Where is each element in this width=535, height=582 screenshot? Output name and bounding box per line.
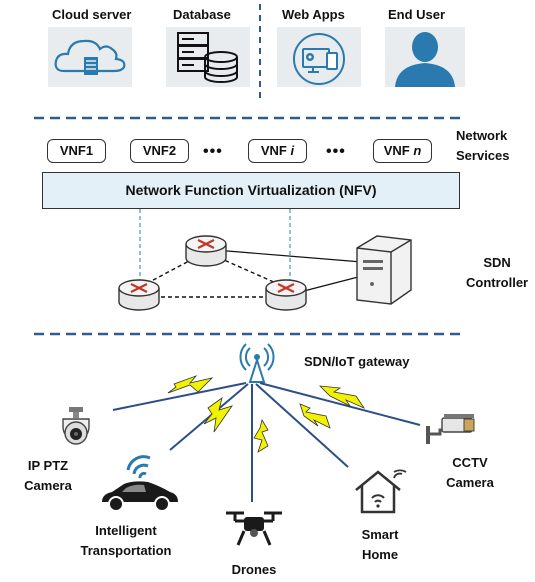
database-tile (166, 27, 250, 87)
web-apps-icon (293, 33, 345, 85)
sdn-controller-label: SDN Controller (466, 255, 528, 291)
smart-home-icon (355, 469, 407, 514)
label-line: CCTV (452, 455, 488, 470)
cloud-server-icon (54, 39, 126, 75)
ptz-camera-icon (62, 407, 90, 445)
router-icon (265, 279, 307, 311)
vnf-label: VNF (383, 143, 410, 158)
vnf-label: VNF1 (59, 143, 94, 158)
signal-zigzag (203, 397, 233, 433)
drones-label: Drones (231, 562, 277, 577)
connected-car-icon (102, 455, 178, 512)
label-line: SDN (483, 255, 511, 270)
vnf-label: VNF2 (142, 143, 177, 158)
cctv-camera-icon (426, 414, 475, 444)
vnf-ellipsis: ••• (326, 143, 346, 160)
vnf-box-i: VNF i (248, 139, 307, 163)
drone-icon (226, 511, 282, 546)
web-apps-tile (277, 27, 361, 87)
radio-link (112, 382, 247, 411)
vnf-box-2: VNF2 (130, 139, 189, 163)
end-user-tile (385, 27, 465, 87)
label-line: Network (456, 128, 508, 143)
label-line: Transportation (80, 543, 172, 558)
label-line: Services (456, 148, 510, 163)
radio-link (255, 383, 349, 468)
gateway-label: SDN/IoT gateway (304, 354, 410, 369)
signal-zigzag (299, 403, 331, 429)
vnf-index: n (413, 143, 422, 158)
user-icon (395, 32, 455, 87)
intelligent-transportation-label: Intelligent Transportation (70, 523, 182, 559)
label-line: Intelligent (95, 523, 157, 538)
smart-home-label: Smart Home (350, 527, 410, 563)
label-line: Controller (466, 275, 529, 290)
end-user-label: End User (388, 7, 446, 22)
nfv-bar: Network Function Virtualization (NFV) (42, 172, 460, 209)
signal-zigzag (167, 375, 214, 394)
database-icon (177, 32, 238, 83)
cctv-camera-label: CCTV Camera (440, 455, 500, 491)
vnf-label: VNF (260, 143, 287, 158)
signal-zigzag (318, 385, 366, 409)
controller-link-2 (299, 275, 363, 293)
label-line: IP PTZ (27, 458, 69, 473)
router-icon (185, 235, 227, 267)
label-line: Smart (361, 527, 399, 542)
label-line: Camera (24, 478, 72, 493)
radio-link (169, 383, 249, 451)
vnf-index: i (290, 143, 295, 158)
router-icon (118, 279, 160, 311)
ip-ptz-camera-label: IP PTZ Camera (22, 458, 74, 494)
radio-link (259, 382, 421, 426)
vnf-box-n: VNF n (373, 139, 432, 163)
server-icon (356, 235, 412, 305)
router-link-top-left (139, 251, 207, 288)
cloud-server-tile (48, 27, 132, 87)
vnf-ellipsis: ••• (203, 143, 223, 160)
signal-zigzag (253, 418, 269, 453)
label-line: Home (361, 547, 399, 562)
database-label: Database (173, 7, 231, 22)
network-services-label: Network Services (456, 128, 510, 164)
vnf-box-1: VNF1 (47, 139, 106, 163)
label-line: Camera (446, 475, 494, 490)
web-apps-label: Web Apps (282, 7, 345, 22)
gateway-antenna-icon (239, 343, 275, 383)
controller-link-1 (214, 249, 363, 263)
cloud-server-label: Cloud server (52, 7, 132, 22)
